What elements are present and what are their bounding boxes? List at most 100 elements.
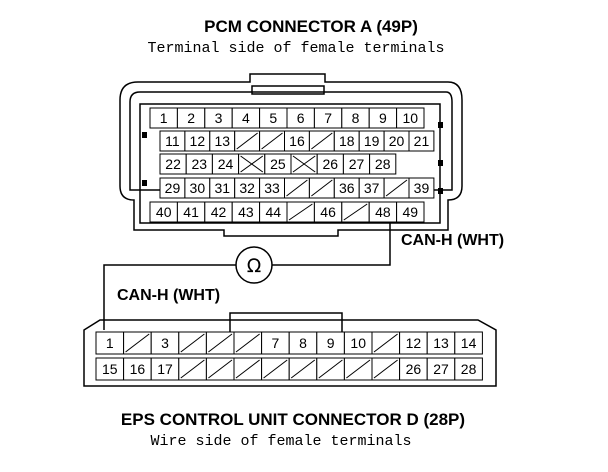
- pcm-terminal: 2: [176, 107, 206, 129]
- pcm-terminal: 6: [286, 107, 315, 129]
- pcm-terminal-number: 10: [403, 110, 419, 126]
- pcm-terminal: 19: [358, 130, 385, 152]
- pcm-terminal-number: 49: [403, 204, 419, 220]
- pcm-terminal: [308, 177, 335, 199]
- eps-terminal: [343, 357, 373, 381]
- eps-terminal: [233, 331, 263, 355]
- eps-terminal-number: 12: [406, 335, 422, 351]
- pcm-terminal-number: 41: [183, 204, 199, 220]
- eps-terminal-number: 17: [157, 361, 173, 377]
- eps-terminal: 14: [454, 331, 483, 355]
- pcm-wire-label: CAN-H (WHT): [401, 232, 504, 249]
- pcm-terminal-number: 4: [242, 110, 250, 126]
- pcm-terminal: 13: [209, 130, 236, 152]
- eps-terminal-number: 3: [161, 335, 169, 351]
- pcm-terminal-number: 46: [320, 204, 336, 220]
- pcm-terminal: 8: [341, 107, 370, 129]
- pcm-connector-title: PCM CONNECTOR A (49P): [204, 17, 418, 36]
- pcm-terminal: 10: [396, 107, 425, 129]
- ohmmeter-icon: [235, 246, 273, 284]
- pcm-terminal-number: 31: [214, 180, 230, 196]
- pcm-terminal: [234, 130, 261, 152]
- pcm-terminal: 3: [204, 107, 233, 129]
- pcm-terminal-number: 26: [323, 156, 339, 172]
- pcm-terminal: [341, 201, 370, 223]
- pcm-terminal: 20: [383, 130, 410, 152]
- eps-terminal: [371, 331, 401, 355]
- eps-terminal: 12: [399, 331, 428, 355]
- pcm-terminal: 41: [176, 201, 206, 223]
- pcm-terminal: 25: [264, 153, 292, 175]
- pcm-terminal: [259, 130, 286, 152]
- pcm-terminal: 37: [358, 177, 385, 199]
- eps-terminal: 16: [123, 357, 152, 381]
- eps-terminal: [205, 357, 235, 381]
- eps-terminal: 26: [399, 357, 428, 381]
- pcm-terminal-number: 13: [214, 133, 230, 149]
- eps-terminal: 1: [95, 331, 125, 355]
- eps-terminal: [178, 331, 207, 355]
- pcm-terminal-number: 42: [211, 204, 227, 220]
- eps-terminal-number: 7: [272, 335, 280, 351]
- pcm-terminal-number: 19: [364, 133, 380, 149]
- pcm-terminal-number: 36: [339, 180, 355, 196]
- pcm-terminal: 36: [333, 177, 360, 199]
- pcm-terminal: 39: [408, 177, 435, 199]
- pcm-terminal: 42: [204, 201, 233, 223]
- pcm-terminal: 21: [408, 130, 435, 152]
- eps-terminal: [178, 357, 207, 381]
- eps-terminal: [123, 331, 152, 355]
- eps-terminal-number: 16: [130, 361, 146, 377]
- pcm-terminal: [383, 177, 410, 199]
- pcm-terminal-number: 12: [190, 133, 206, 149]
- pcm-terminal: 32: [234, 177, 261, 199]
- eps-terminal: 13: [426, 331, 456, 355]
- pcm-terminal: [290, 153, 318, 175]
- pcm-terminal-number: 28: [375, 156, 391, 172]
- pcm-terminal: 30: [184, 177, 211, 199]
- pcm-terminal: 48: [368, 201, 398, 223]
- pcm-terminal: 27: [342, 153, 371, 175]
- eps-terminal-number: 28: [461, 361, 477, 377]
- ohmmeter-wiring: [103, 223, 391, 330]
- pcm-terminal: 7: [313, 107, 343, 129]
- pcm-terminal-number: 24: [218, 156, 234, 172]
- eps-terminal-number: 1: [106, 335, 114, 351]
- pcm-terminal: [308, 130, 335, 152]
- pcm-terminal-number: 37: [364, 180, 380, 196]
- eps-terminal-number: 15: [102, 361, 118, 377]
- eps-wire-label: CAN-H (WHT): [117, 287, 220, 304]
- eps-terminal: 9: [316, 331, 345, 355]
- eps-terminal: 7: [261, 331, 290, 355]
- pcm-terminal-number: 33: [264, 180, 280, 196]
- pcm-terminal-number: 22: [165, 156, 181, 172]
- eps-terminal-number: 14: [461, 335, 477, 351]
- pcm-terminal: 12: [184, 130, 211, 152]
- eps-terminal: 28: [454, 357, 483, 381]
- ohm-symbol: Ω: [247, 255, 262, 277]
- pcm-terminal-number: 20: [389, 133, 405, 149]
- pcm-terminal: 5: [259, 107, 288, 129]
- eps-terminal: [371, 357, 401, 381]
- pcm-terminal: 33: [259, 177, 286, 199]
- pcm-terminal: 18: [333, 130, 360, 152]
- eps-terminal-number: 10: [350, 335, 366, 351]
- pcm-terminal: 46: [313, 201, 343, 223]
- eps-terminal-number: 13: [433, 335, 449, 351]
- pcm-terminal-number: 44: [266, 204, 282, 220]
- eps-terminal: [233, 357, 263, 381]
- pcm-terminal: 26: [316, 153, 344, 175]
- pcm-terminal: 9: [368, 107, 398, 129]
- eps-connector-title: EPS CONTROL UNIT CONNECTOR D (28P): [121, 410, 465, 429]
- eps-terminal: 17: [150, 357, 180, 381]
- pcm-terminal-number: 6: [297, 110, 305, 126]
- pcm-terminal: 29: [159, 177, 186, 199]
- pcm-terminal: 11: [159, 130, 186, 152]
- pcm-connector-lock-tabs: [142, 122, 443, 194]
- pcm-terminal: 16: [284, 130, 310, 152]
- pcm-terminal-number: 3: [215, 110, 223, 126]
- pcm-terminal-number: 2: [187, 110, 195, 126]
- pcm-terminal-number: 39: [414, 180, 430, 196]
- pcm-terminal: 49: [396, 201, 425, 223]
